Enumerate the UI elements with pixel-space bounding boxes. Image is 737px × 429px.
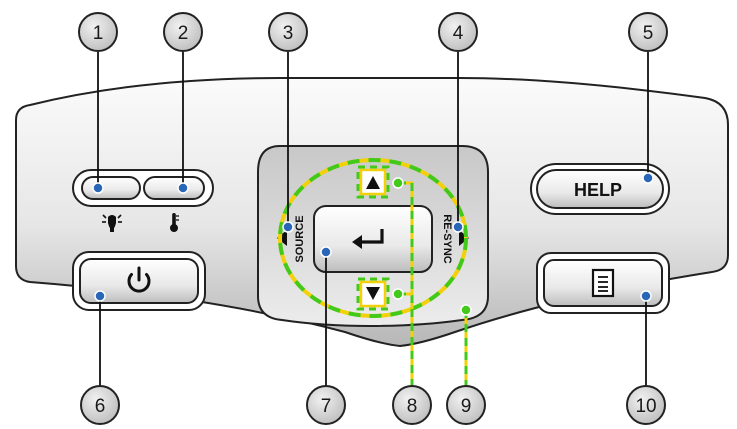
- callout-2-label: 2: [178, 23, 189, 44]
- up-arrow-icon: [366, 176, 380, 189]
- callout-6: 6: [80, 385, 120, 425]
- callout-9-label: 9: [461, 396, 472, 417]
- help-label: HELP: [574, 180, 622, 200]
- enter-button[interactable]: [313, 205, 433, 273]
- power-icon: [127, 266, 151, 293]
- lamp-icon: [102, 214, 122, 232]
- callout-10-label: 10: [635, 396, 656, 417]
- source-label: SOURCE: [294, 215, 306, 262]
- temp-indicator: [143, 176, 205, 200]
- menu-button[interactable]: [536, 252, 670, 314]
- power-button[interactable]: [72, 251, 206, 311]
- callout-2: 2: [163, 12, 203, 52]
- menu-icon: [591, 268, 615, 298]
- callout-3: 3: [268, 12, 308, 52]
- callout-4: 4: [438, 12, 478, 52]
- callout-10: 10: [626, 385, 666, 425]
- callout-8-label: 8: [407, 396, 418, 417]
- callout-1-label: 1: [93, 23, 104, 44]
- callout-4-label: 4: [453, 23, 464, 44]
- leader-dots: [92, 172, 654, 316]
- thermometer-icon: [170, 213, 179, 232]
- up-button[interactable]: [359, 168, 387, 196]
- lamp-indicator: [81, 176, 141, 200]
- callout-1: 1: [78, 12, 118, 52]
- down-arrow-icon: [366, 287, 380, 300]
- callout-9: 9: [446, 385, 486, 425]
- down-button[interactable]: [359, 280, 387, 308]
- callout-7-label: 7: [321, 396, 332, 417]
- callout-6-label: 6: [95, 396, 106, 417]
- enter-icon: [352, 229, 384, 249]
- callout-5: 5: [628, 12, 668, 52]
- callout-8: 8: [392, 385, 432, 425]
- help-button[interactable]: HELP: [530, 163, 670, 215]
- leader-lines: [97, 52, 649, 387]
- resync-label: RE-SYNC: [441, 214, 453, 264]
- callout-5-label: 5: [643, 23, 654, 44]
- callout-7: 7: [306, 385, 346, 425]
- callout-3-label: 3: [283, 23, 294, 44]
